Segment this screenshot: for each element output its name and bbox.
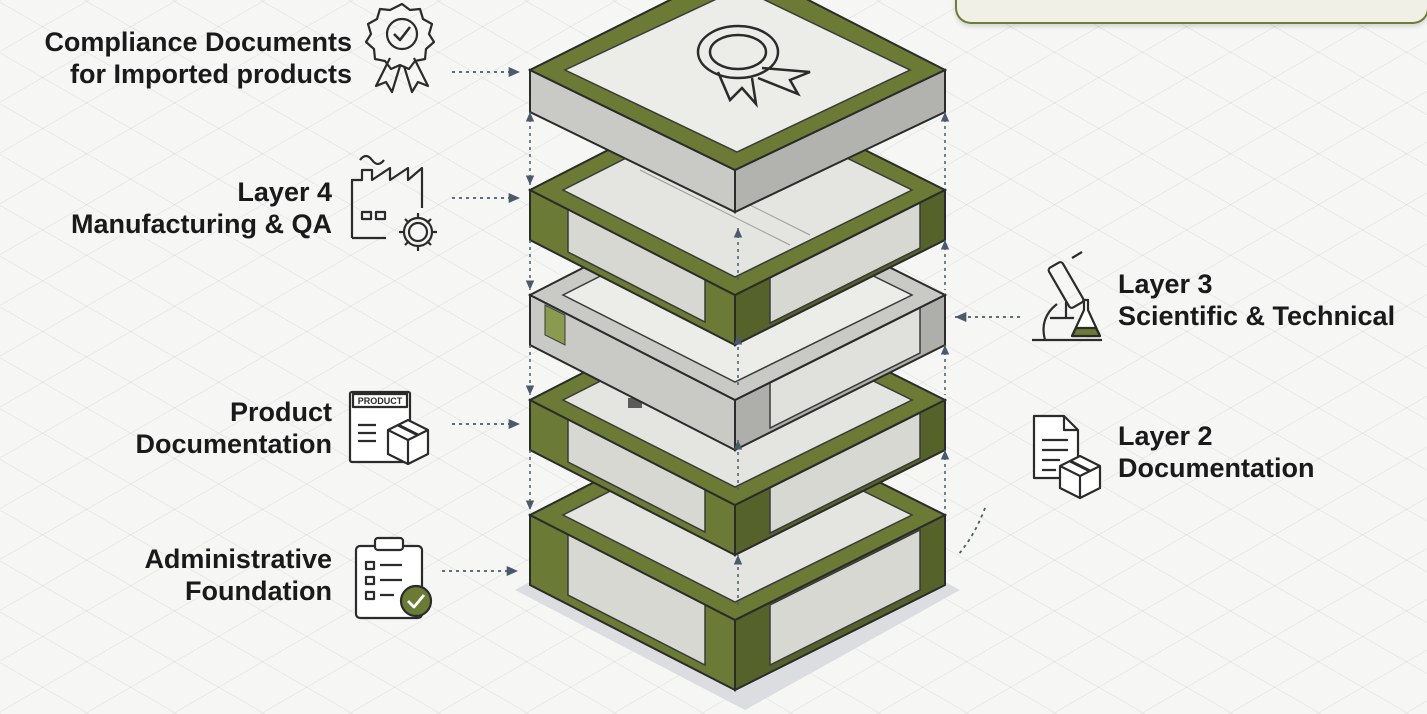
- microscope-flask-icon: [1032, 251, 1102, 342]
- label-product: Product Documentation: [10, 396, 332, 460]
- product-tag: PRODUCT: [358, 396, 403, 406]
- stack-connector-lines: [525, 112, 950, 605]
- label-layer4-line2: Manufacturing & QA: [71, 209, 332, 239]
- label-product-line1: Product: [229, 397, 332, 427]
- label-product-line2: Documentation: [135, 429, 332, 459]
- label-layer4-line1: Layer 4: [237, 177, 332, 207]
- label-administrative-line2: Foundation: [185, 576, 332, 606]
- label-layer3: Layer 3 Scientific & Technical: [1118, 268, 1424, 332]
- label-compliance-line1: Compliance Documents: [44, 27, 352, 57]
- label-layer3-line1: Layer 3: [1118, 269, 1213, 299]
- stack-layer-compliance: [527, 0, 948, 214]
- label-layer2: Layer 2 Documentation: [1118, 420, 1418, 484]
- label-administrative: Administrative Foundation: [10, 543, 332, 607]
- factory-gear-icon: [350, 154, 437, 251]
- document-box-icon: [1032, 414, 1102, 500]
- label-layer2-line2: Documentation: [1118, 453, 1315, 483]
- ribbon-seal-icon: [696, 24, 811, 109]
- label-compliance-line2: for Imported products: [70, 59, 352, 89]
- ribbon-badge-icon: [364, 2, 436, 94]
- clipboard-check-icon: [354, 536, 433, 620]
- product-box-icon: PRODUCT: [348, 390, 430, 466]
- note-box: [955, 0, 1427, 24]
- label-compliance: Compliance Documents for Imported produc…: [10, 26, 352, 90]
- label-layer2-line1: Layer 2: [1118, 421, 1213, 451]
- label-layer3-line2: Scientific & Technical: [1118, 301, 1396, 331]
- callout-arrows: [442, 66, 1020, 577]
- label-layer4: Layer 4 Manufacturing & QA: [10, 176, 332, 240]
- label-administrative-line1: Administrative: [144, 544, 332, 574]
